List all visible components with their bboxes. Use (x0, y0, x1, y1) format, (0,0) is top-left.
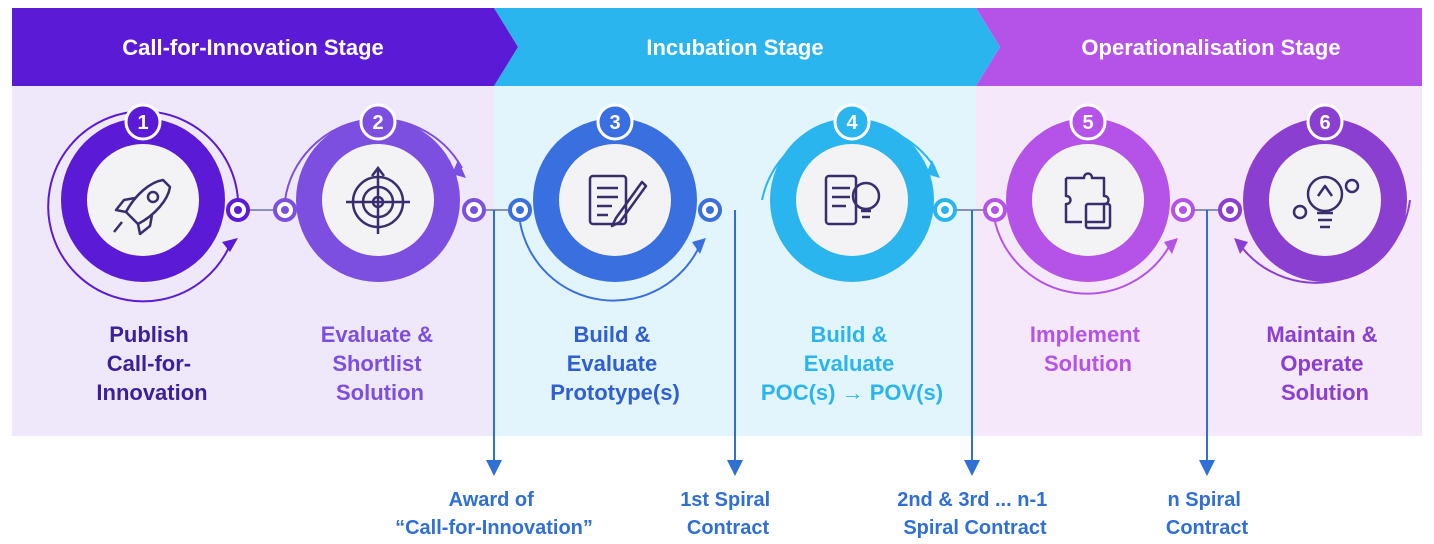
step-2-title: Evaluate & Shortlist Solution (321, 322, 440, 405)
step-1-title: Publish Call-for- Innovation (96, 322, 207, 405)
step-6-circle (1243, 103, 1407, 282)
rocket-icon (113, 178, 172, 236)
stage-label-operationalisation: Operationalisation Stage (1081, 35, 1340, 60)
contract-2-label: 1st Spiral Contract (680, 489, 776, 539)
stage-header-incubation (494, 8, 1000, 86)
step-1-circle (61, 103, 225, 282)
stage-label-incubation: Incubation Stage (646, 35, 823, 60)
step-1-number: 1 (137, 112, 148, 134)
puzzle-icon (1064, 172, 1112, 230)
step-6-title: Maintain & Operate Solution (1266, 322, 1383, 405)
step-5-circle (1006, 103, 1170, 282)
step-5-number: 5 (1082, 112, 1093, 134)
contract-1-label: Award of “Call-for-Innovation” (395, 489, 593, 539)
contract-3-label: 2nd & 3rd ... n-1 Spiral Contract (897, 489, 1053, 539)
document-pen-icon (588, 174, 648, 228)
lightbulb-gear-icon (1292, 175, 1360, 229)
lightbulb-checklist-icon (824, 174, 881, 226)
step-2-number: 2 (372, 112, 383, 134)
connector-nodes (226, 198, 1242, 222)
step-4-title: Build & Evaluate POC(s) → POV(s) (761, 322, 943, 405)
step-4-circle (770, 103, 934, 282)
step-3-circle (533, 103, 697, 282)
contract-4-label: n Spiral Contract (1166, 489, 1249, 539)
step-4-number: 4 (846, 112, 858, 134)
step-6-number: 6 (1319, 112, 1330, 134)
step-3-title: Build & Evaluate Prototype(s) (550, 322, 680, 405)
stage-header-operationalisation (976, 8, 1422, 86)
stage-label-call-for-innovation: Call-for-Innovation Stage (122, 35, 384, 60)
stage-header-call-for-innovation (12, 8, 518, 86)
target-icon (346, 165, 410, 234)
step-5-title: Implement Solution (1030, 322, 1146, 376)
step-3-number: 3 (609, 112, 620, 134)
